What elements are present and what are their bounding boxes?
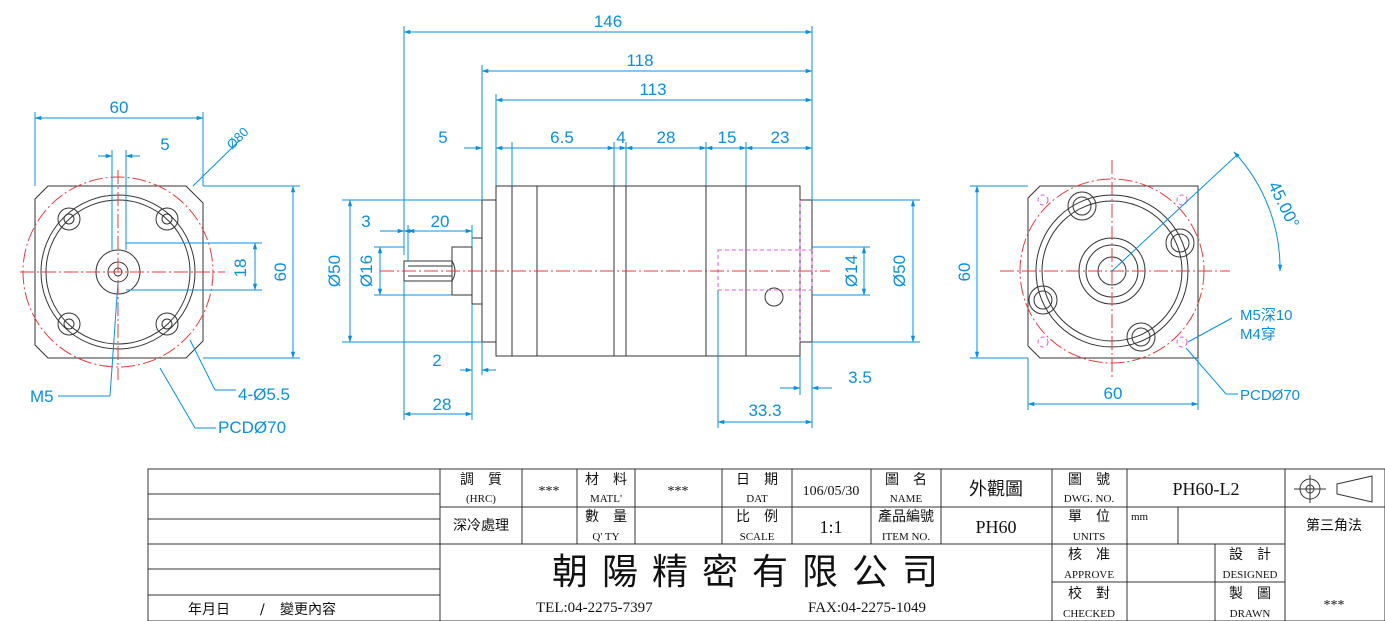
tb-approve-en: APPROVE (1064, 569, 1114, 581)
side-view: 146 118 113 5 6.5 4 28 15 23 3 20 Ø50 Ø1… (325, 12, 920, 428)
tb-designed-en: DESIGNED (1223, 569, 1278, 581)
side-dim-d50-left: Ø50 (325, 255, 344, 287)
left-dim-height: 60 (271, 263, 290, 282)
tb-date-en: DAT (746, 493, 768, 505)
side-dim-118: 118 (626, 51, 653, 70)
side-dim-113: 113 (639, 80, 666, 99)
left-thread-label: M5 (30, 387, 54, 406)
tb-material-en: MATL' (590, 493, 622, 505)
side-dim-146: 146 (594, 12, 622, 31)
tb-checked-en: CHECKED (1063, 608, 1115, 620)
side-dim-d16: Ø16 (357, 255, 376, 287)
tb-scale-cn: 比 例 (736, 509, 778, 525)
left-dim-offset: 5 (160, 135, 169, 154)
tb-units-cn: 單 位 (1068, 509, 1110, 525)
side-dim-6-5: 6.5 (550, 128, 574, 147)
right-mount-holes (1028, 191, 1195, 352)
tb-item-cn: 產品編號 (878, 508, 934, 525)
side-cross-hole (764, 287, 784, 307)
tb-designed-cn: 設 計 (1229, 547, 1271, 563)
right-view: 45.00° 60 60 M5深10 M4穿 PCDØ70 (955, 151, 1303, 410)
right-flange-outline (1027, 185, 1199, 359)
side-dim-33-3: 33.3 (748, 401, 781, 420)
tb-dwg-en: DWG. NO. (1064, 493, 1115, 505)
tb-scale-en: SCALE (740, 531, 775, 543)
side-dim-23: 23 (771, 128, 790, 147)
tb-tel: TEL:04-2275-7397 (536, 600, 653, 616)
tb-dwg-cn: 圖 號 (1068, 472, 1110, 488)
left-dim-width: 60 (110, 98, 129, 117)
tb-approve-cn: 核 准 (1068, 547, 1110, 563)
third-angle-projection-icon (1294, 475, 1373, 503)
tb-checked-cn: 校 對 (1068, 585, 1110, 602)
side-dim-28: 28 (657, 128, 676, 147)
tb-hardness-value: *** (539, 484, 560, 499)
left-flange-outline (34, 185, 204, 359)
side-dim-4: 4 (616, 128, 625, 147)
tb-drawn-cn: 製 圖 (1229, 586, 1271, 602)
right-dim-width: 60 (1104, 384, 1123, 403)
tb-item-value: PH60 (975, 517, 1016, 537)
tb-material-value: *** (668, 484, 689, 499)
tb-material-cn: 材 料 (585, 472, 627, 488)
right-angle-label: 45.00° (1264, 178, 1303, 231)
side-dim-d50-right: Ø50 (890, 255, 909, 287)
left-pcd-label: PCDØ70 (218, 418, 286, 437)
tb-company: 朝陽精密有限公司 (552, 552, 952, 593)
left-mount-holes (57, 207, 179, 336)
tb-revision-date: 年月日 (188, 602, 230, 618)
tb-revision-content: 變更內容 (280, 601, 336, 618)
side-dim-15: 15 (718, 128, 737, 147)
left-view: 60 5 Ø80 18 60 M5 4-Ø5.5 PCDØ70 (20, 98, 300, 437)
side-dim-20: 20 (431, 212, 450, 231)
tb-name-value: 外觀圖 (969, 479, 1023, 499)
tb-date-value: 106/05/30 (803, 484, 860, 499)
tb-name-en: NAME (890, 493, 923, 505)
title-block: 調 質 (HRC) *** 材 料 MATL' *** 日 期 DAT 106/… (147, 468, 1385, 621)
tb-revision-sep: / (260, 602, 265, 618)
left-dim-diameter: Ø80 (224, 124, 252, 152)
tb-drawn-en: DRAWN (1230, 608, 1271, 620)
right-thread-1: M5深10 (1240, 307, 1293, 324)
side-dim-5: 5 (438, 128, 447, 147)
side-dim-3: 3 (361, 212, 370, 231)
right-pcd-label: PCDØ70 (1240, 387, 1300, 404)
side-dim-3-5: 3.5 (848, 368, 872, 387)
side-hidden-bore (717, 249, 813, 291)
tb-projection: 第三角法 (1306, 517, 1362, 534)
left-dim-18: 18 (231, 259, 250, 278)
side-dim-2: 2 (432, 351, 441, 370)
tb-date-cn: 日 期 (736, 472, 778, 488)
tb-hardness-en: (HRC) (466, 493, 496, 505)
tb-hardness-cn: 調 質 (460, 472, 502, 488)
tb-fax: FAX:04-2275-1049 (808, 600, 926, 616)
tb-qty-en: Q' TY (592, 531, 619, 543)
tb-name-cn: 圖 名 (885, 472, 927, 488)
tb-qty-cn: 數 量 (585, 509, 627, 525)
tb-units-en: UNITS (1073, 531, 1105, 543)
tb-units-value: mm (1131, 511, 1149, 523)
left-holes-label: 4-Ø5.5 (238, 385, 290, 404)
right-dim-height: 60 (955, 263, 974, 282)
side-dim-28-bottom: 28 (433, 395, 452, 414)
tb-scale-value: 1:1 (819, 517, 842, 537)
tb-dwg-value: PH60-L2 (1173, 479, 1240, 499)
right-thread-2: M4穿 (1240, 326, 1276, 343)
tb-treatment: 深冷處理 (453, 518, 509, 534)
side-dim-d14: Ø14 (842, 255, 861, 287)
tb-drawn-value: *** (1324, 598, 1345, 613)
tb-item-en: ITEM NO. (882, 531, 931, 543)
